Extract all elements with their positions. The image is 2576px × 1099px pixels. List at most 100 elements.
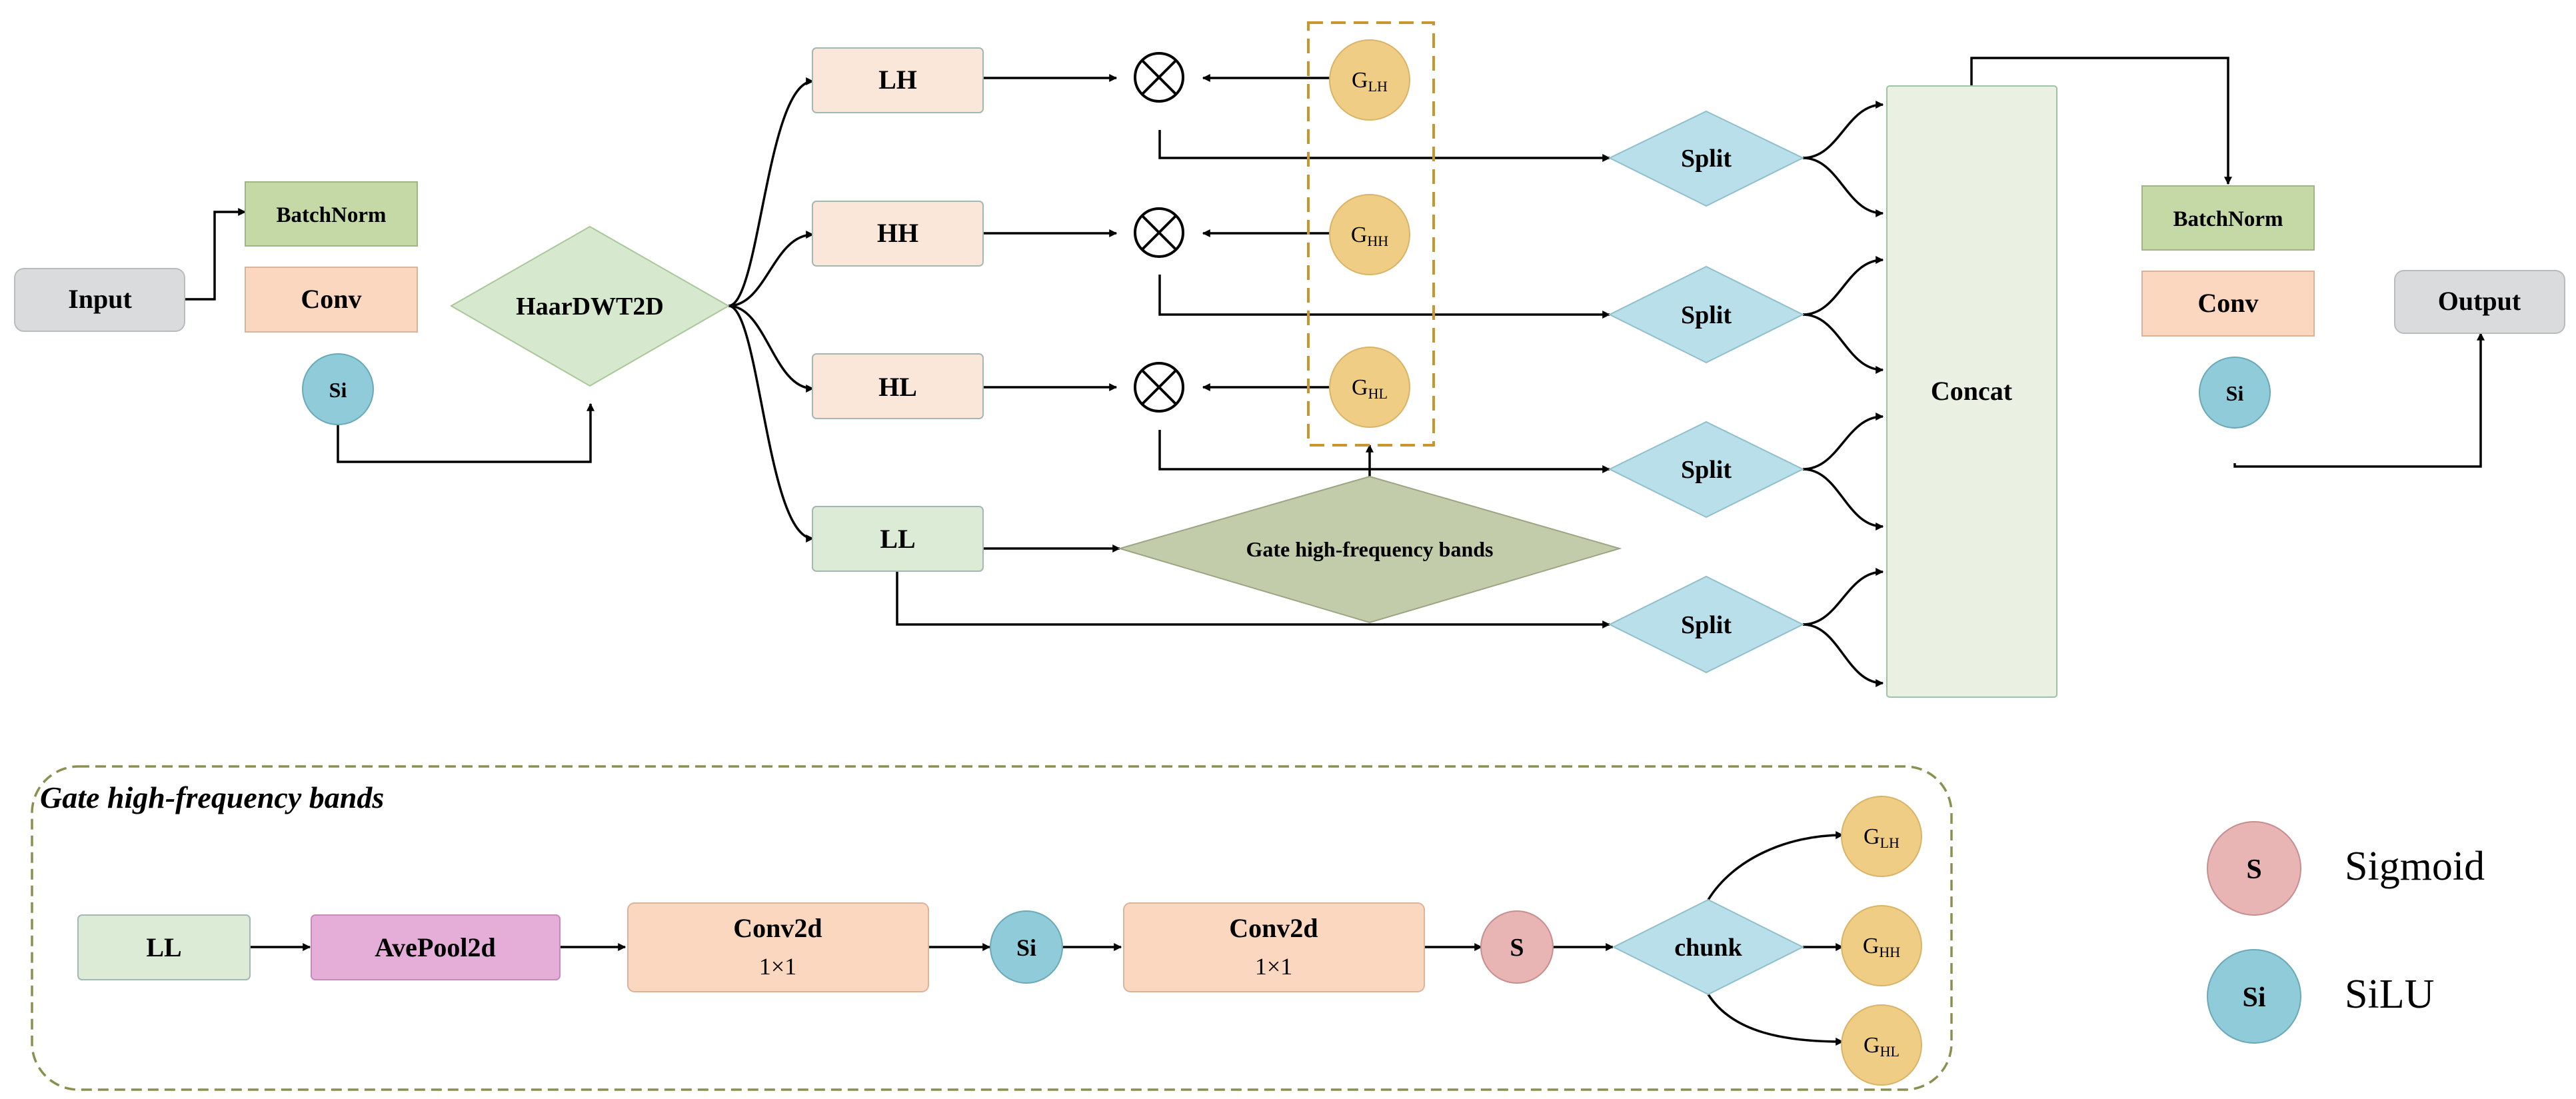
batchnorm-label: BatchNorm [277, 203, 387, 227]
gate-lh-node [1329, 39, 1410, 121]
gate-hh-label: GHH [1351, 223, 1388, 249]
detail-gate-hl-label: GHL [1864, 1033, 1900, 1060]
out-conv-label: Conv [2197, 288, 2258, 318]
edge-split1-concat-b [1802, 157, 1884, 217]
legend-silu-symbol: Si [2242, 982, 2265, 1013]
input-label: Input [68, 284, 132, 314]
band-hh [812, 201, 984, 267]
band-hl [812, 353, 984, 419]
conv2d-node-2 [1123, 902, 1425, 992]
legend-sigmoid-symbol: S [2246, 854, 2261, 885]
concat-node [1886, 85, 2057, 698]
conv-node [245, 267, 418, 333]
edge-split2-concat-b [1802, 313, 1884, 374]
legend-sigmoid-label: Sigmoid [2345, 844, 2485, 889]
avepool-node [311, 914, 561, 980]
chunk-label: chunk [1674, 934, 1742, 962]
split-node-3 [1608, 421, 1805, 519]
detail-ll-label: LL [146, 932, 181, 962]
legend-sigmoid-swatch [2207, 821, 2301, 916]
out-silu-node [2199, 357, 2271, 429]
edge-input-batchnorm [185, 208, 247, 301]
silu-node [302, 353, 374, 425]
legend-silu-label: SiLU [2345, 972, 2434, 1017]
edge-split3-concat-a [1802, 413, 1884, 471]
output-label: Output [2438, 286, 2521, 316]
haar-label: HaarDWT2D [516, 293, 664, 321]
band-ll [812, 506, 984, 572]
edge-haar-ll [728, 305, 814, 543]
legend-silu-swatch [2207, 949, 2301, 1044]
multiply-node-hh [1134, 207, 1184, 258]
split-2-label: Split [1681, 301, 1732, 329]
detail-gate-lh [1841, 796, 1922, 877]
split-node-1 [1608, 110, 1805, 207]
edge-split1-concat-a [1802, 101, 1884, 159]
detail-panel [31, 765, 1953, 1091]
gate-hf-label: Gate high-frequency bands [1246, 537, 1493, 561]
edge-d-chunk-ghl [1707, 994, 1844, 1046]
conv2d-1-label: Conv2d [733, 913, 822, 943]
detail-gate-lh-label: GLH [1864, 824, 1900, 851]
detail-silu-node [990, 910, 1063, 984]
multiply-node-lh [1134, 52, 1184, 103]
conv2d-2-size: 1×1 [1255, 953, 1292, 980]
edge-haar-hh [728, 231, 814, 307]
edge-haar-lh [728, 77, 814, 307]
detail-gate-hh [1841, 905, 1922, 986]
edge-split4-concat-a [1802, 568, 1884, 626]
edge-ll-split4 [896, 571, 1611, 628]
split-1-label: Split [1681, 145, 1732, 173]
haar-dwt-node [449, 225, 730, 387]
edge-mult1-split1 [1158, 130, 1611, 162]
output-node [2394, 270, 2565, 334]
gate-hh-node [1329, 194, 1410, 275]
conv2d-node-1 [627, 902, 929, 992]
edge-haar-hl [728, 305, 814, 393]
silu-label: Si [329, 378, 347, 402]
edge-concat-batchnorm [1970, 57, 2232, 185]
legend: S Sigmoid Si SiLU [2207, 821, 2485, 1044]
edge-split4-concat-b [1802, 623, 1884, 687]
gate-hl-label: GHL [1352, 375, 1388, 402]
input-node [14, 268, 185, 332]
edge-mult2-split2 [1158, 275, 1611, 319]
band-lh [812, 47, 984, 113]
chunk-node [1612, 898, 1805, 996]
batchnorm-node [245, 181, 418, 247]
out-batchnorm-node [2141, 185, 2315, 251]
detail-ll-node [77, 914, 251, 980]
split-3-label: Split [1681, 456, 1732, 484]
split-4-label: Split [1681, 611, 1732, 639]
band-lh-label: LH [878, 65, 917, 95]
out-conv-node [2141, 271, 2315, 337]
edge-d-chunk-glh [1707, 831, 1844, 900]
concat-label: Concat [1931, 376, 2013, 406]
edge-silu-haar [337, 403, 595, 463]
edge-mult3-split3 [1158, 430, 1611, 473]
multiply-node-hl [1134, 362, 1184, 413]
conv2d-1-size: 1×1 [759, 953, 796, 980]
band-ll-label: LL [880, 524, 915, 554]
gate-lh-label: GLH [1352, 68, 1388, 95]
band-hh-label: HH [877, 218, 918, 248]
detail-title: Gate high-frequency bands [40, 780, 384, 814]
gates-box [1307, 21, 1435, 447]
edge-split3-concat-b [1802, 468, 1884, 531]
band-hl-label: HL [878, 372, 917, 402]
split-node-2 [1608, 265, 1805, 364]
gate-hf-diamond [1117, 475, 1622, 624]
conv-label: Conv [301, 284, 361, 314]
detail-gate-hl [1841, 1004, 1922, 1086]
split-node-4 [1608, 575, 1805, 674]
edge-split2-concat-a [1802, 256, 1884, 316]
detail-gate-hh-label: GHH [1863, 934, 1900, 960]
out-silu-label: Si [2226, 381, 2244, 405]
detail-silu-label: Si [1016, 934, 1036, 961]
detail-connectors [250, 831, 1844, 1046]
conv2d-2-label: Conv2d [1229, 913, 1318, 943]
avepool-label: AvePool2d [375, 932, 495, 962]
sigmoid-node [1480, 910, 1554, 984]
edge-silu-output [2233, 332, 2485, 468]
sigmoid-label: S [1510, 934, 1524, 962]
